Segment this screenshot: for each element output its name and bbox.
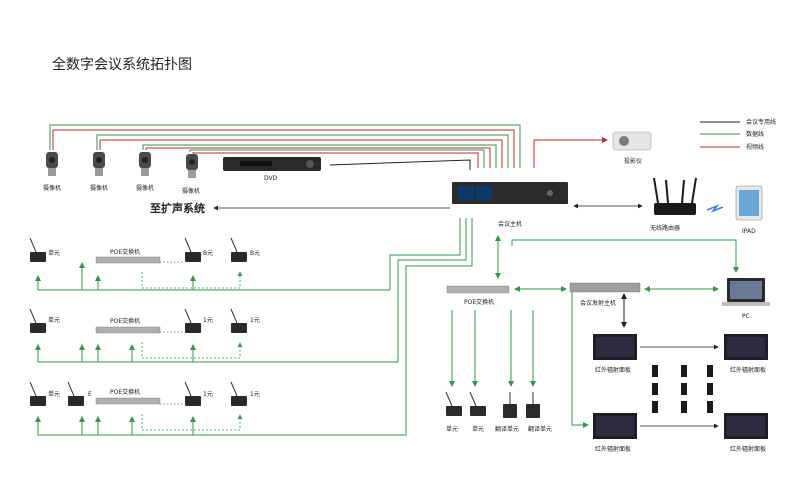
camera-4: 摄像机 bbox=[182, 154, 200, 195]
svg-text:POE交换机: POE交换机 bbox=[110, 388, 140, 396]
row-3-switch: POE交换机 bbox=[95, 388, 161, 405]
camera-3: 摄像机 bbox=[136, 152, 154, 192]
svg-text:1元: 1元 bbox=[203, 391, 213, 398]
camera-1-label: 摄像机 bbox=[43, 184, 61, 192]
camera-2: 摄像机 bbox=[90, 152, 108, 192]
conference-host-label: 会议主机 bbox=[498, 220, 522, 228]
svg-text:1元: 1元 bbox=[250, 391, 260, 398]
host-to-rows bbox=[35, 218, 473, 436]
svg-text:B元: B元 bbox=[203, 250, 213, 257]
row-3-unit-left: 单元 bbox=[29, 381, 60, 406]
svg-text:红外辐射面板: 红外辐射面板 bbox=[595, 445, 631, 453]
bottom-unit-2: 单元 bbox=[469, 391, 486, 433]
ir-panel-1: 红外辐射面板 bbox=[593, 334, 637, 374]
ipad-label: IPAD bbox=[742, 228, 756, 235]
row-2-switch: POE交换机 bbox=[95, 317, 161, 334]
svg-text:POE交换机: POE交换机 bbox=[464, 298, 494, 306]
row-1-unit-right: B元 bbox=[230, 237, 260, 262]
row-1-unit-mid: B元 bbox=[184, 237, 213, 262]
projector: 投影仪 bbox=[533, 131, 652, 168]
svg-text:PC: PC bbox=[742, 313, 750, 320]
page-title: 全数字会议系统拓扑图 bbox=[52, 57, 192, 73]
translation-unit-2: 翻译单元 bbox=[526, 392, 552, 433]
translation-unit-1: 翻译单元 bbox=[495, 392, 519, 433]
svg-text:单元: 单元 bbox=[48, 390, 60, 398]
projector-label: 投影仪 bbox=[624, 157, 642, 165]
legend-meeting-line: 会议专用线 bbox=[746, 118, 776, 126]
ir-panel-4: 红外辐射面板 bbox=[724, 413, 768, 453]
ir-panel-3: 红外辐射面板 bbox=[593, 413, 637, 453]
legend: 会议专用线 数据线 视频线 bbox=[700, 118, 776, 151]
svg-text:单元: 单元 bbox=[472, 425, 484, 433]
svg-text:单元: 单元 bbox=[48, 316, 60, 324]
amp-system-label: 至扩声系统 bbox=[150, 201, 205, 215]
camera-2-label: 摄像机 bbox=[90, 184, 108, 192]
svg-text:1元: 1元 bbox=[203, 317, 213, 324]
svg-text:1元: 1元 bbox=[250, 317, 260, 324]
row-2-unit-left: 单元 bbox=[29, 308, 60, 333]
row-2-unit-mid: 1元 bbox=[184, 308, 213, 333]
ipad: IPAD bbox=[735, 185, 763, 235]
row-1-switch: POE交换机 bbox=[95, 248, 161, 264]
svg-text:会议发射主机: 会议发射主机 bbox=[580, 299, 616, 307]
row-3: 单元 E POE交换机 1元 1元 bbox=[29, 381, 260, 435]
row-1: 单元 POE交换机 B元 B元 bbox=[29, 237, 260, 291]
row-3-unit-right: 1元 bbox=[230, 381, 260, 406]
ir-panel-2: 红外辐射面板 bbox=[724, 334, 768, 374]
ir-host: 会议发射主机 bbox=[511, 239, 739, 428]
dvd-player: DVD bbox=[223, 157, 321, 182]
pc-laptop: PC bbox=[722, 278, 770, 320]
legend-data-line: 数据线 bbox=[746, 130, 764, 138]
svg-text:E: E bbox=[88, 391, 92, 398]
row-3-unit-mid: 1元 bbox=[184, 381, 213, 406]
svg-text:单元: 单元 bbox=[446, 425, 458, 433]
svg-text:POE交换机: POE交换机 bbox=[110, 317, 140, 325]
svg-text:红外辐射面板: 红外辐射面板 bbox=[730, 366, 766, 374]
poe-switch-right: POE交换机 bbox=[446, 235, 567, 387]
svg-text:翻译单元: 翻译单元 bbox=[495, 425, 519, 433]
camera-lines bbox=[49, 124, 521, 170]
legend-video-line: 视频线 bbox=[746, 143, 764, 151]
camera-3-label: 摄像机 bbox=[136, 184, 154, 192]
camera-1: 摄像机 bbox=[43, 152, 61, 192]
svg-text:红外辐射面板: 红外辐射面板 bbox=[730, 445, 766, 453]
bottom-unit-1: 单元 bbox=[445, 391, 462, 433]
amp-system: 至扩声系统 bbox=[150, 201, 450, 215]
row-1-unit-left: 单元 bbox=[29, 237, 60, 262]
svg-text:POE交换机: POE交换机 bbox=[110, 248, 140, 256]
receiver-grid bbox=[652, 365, 713, 413]
svg-text:翻译单元: 翻译单元 bbox=[528, 425, 552, 433]
camera-4-label: 摄像机 bbox=[182, 187, 200, 195]
router-label: 无线路由器 bbox=[650, 224, 680, 232]
row-3-unit-left-2: E bbox=[67, 381, 92, 406]
conference-host: 会议主机 bbox=[452, 182, 568, 228]
svg-text:红外辐射面板: 红外辐射面板 bbox=[595, 366, 631, 374]
row-2: 单元 POE交换机 1元 1元 bbox=[29, 308, 260, 362]
svg-text:B元: B元 bbox=[250, 250, 260, 257]
dvd-label: DVD bbox=[264, 175, 278, 182]
wireless-router: 无线路由器 bbox=[573, 177, 724, 232]
row-2-unit-right: 1元 bbox=[230, 308, 260, 333]
svg-text:单元: 单元 bbox=[48, 249, 60, 257]
